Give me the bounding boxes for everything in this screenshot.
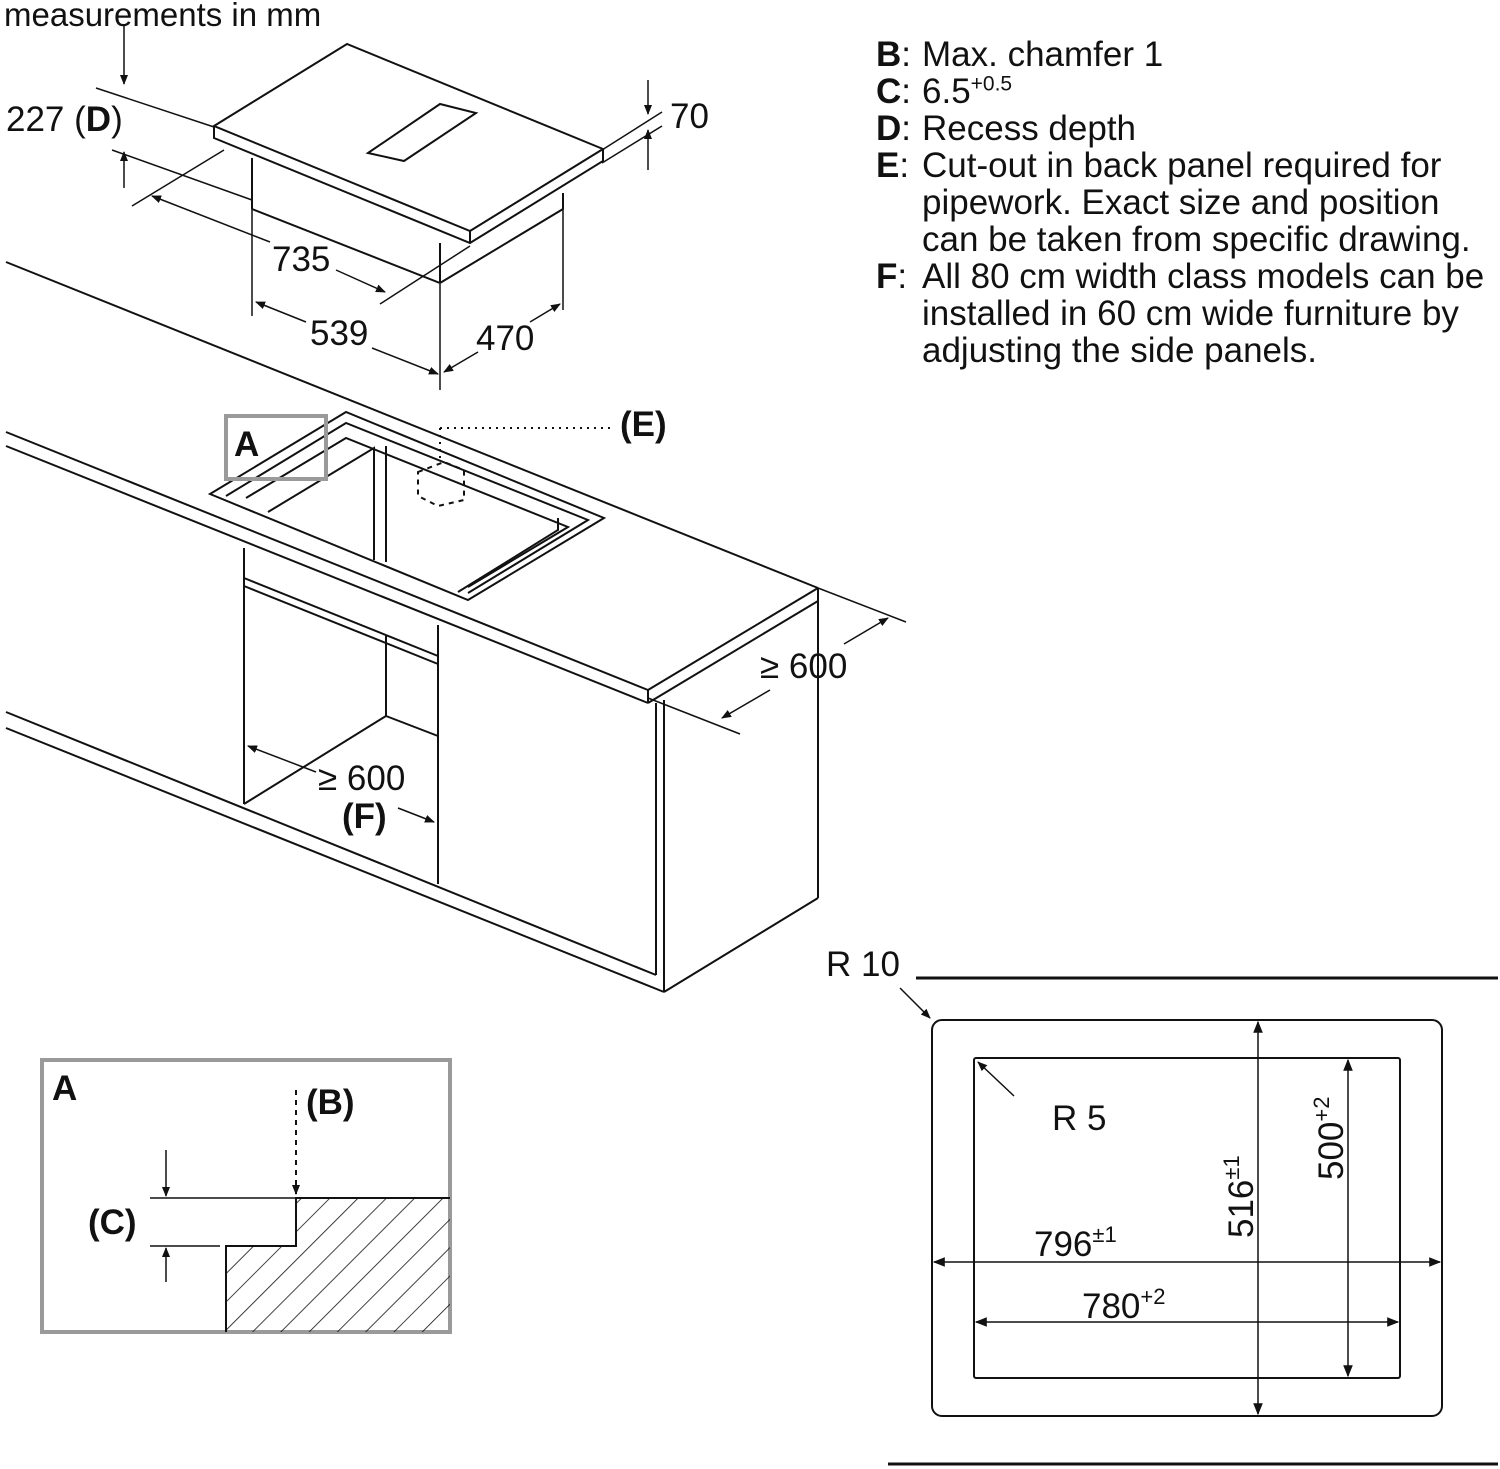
note-text: Max. chamfer 1 xyxy=(922,35,1164,74)
chamfer-b-label: (B) xyxy=(306,1083,355,1122)
note-e: E: Cut-out in back panel required for pi… xyxy=(876,146,1471,259)
cutout-e-label: (E) xyxy=(620,405,667,444)
note-key: C xyxy=(876,72,902,111)
inner-width-label: 780+2 xyxy=(1082,1284,1166,1326)
note-tolerance: +0.5 xyxy=(970,72,1013,96)
note-text: Recess depth xyxy=(922,109,1137,148)
note-b: B: Max. chamfer 1 xyxy=(876,35,1164,74)
notes-legend: B: Max. chamfer 1 C: 6.5+0.5 D: Recess d… xyxy=(876,36,1496,369)
cabinet-width-label: ≥ 600 xyxy=(318,759,405,798)
note-key: F xyxy=(876,257,898,296)
worktop-depth-label: ≥ 600 xyxy=(760,647,847,686)
inner-radius-label: R 5 xyxy=(1052,1099,1106,1138)
cutout-plan-drawing xyxy=(888,976,1498,1466)
body-depth-label: 470 xyxy=(476,319,534,358)
recess-c-label: (C) xyxy=(88,1203,137,1242)
note-d: D: Recess depth xyxy=(876,109,1137,148)
width-dimension-label: 735 xyxy=(272,240,330,279)
depth-dimension-label: 227 (D) xyxy=(6,100,123,139)
note-c: C: 6.5+0.5 xyxy=(876,72,1013,111)
outer-width-label: 796±1 xyxy=(1034,1222,1117,1264)
glass-thickness-label: 70 xyxy=(670,97,709,136)
note-text: 6.5 xyxy=(922,72,971,111)
note-key: B xyxy=(876,35,902,74)
appliance-drawing xyxy=(95,24,663,390)
note-text: All 80 cm width class models can be inst… xyxy=(922,257,1485,370)
detail-a-marker-label: A xyxy=(234,425,259,464)
measurements-title: measurements in mm xyxy=(4,0,321,33)
outer-radius-label: R 10 xyxy=(826,945,900,984)
note-f: F: All 80 cm width class models can be i… xyxy=(876,257,1485,370)
note-key: E xyxy=(876,146,900,185)
outer-height-label: 516±1 xyxy=(1219,1155,1261,1238)
detail-a-label: A xyxy=(52,1069,77,1108)
note-key: D xyxy=(876,109,902,148)
worktop-drawing xyxy=(5,261,907,993)
body-width-label: 539 xyxy=(310,314,368,353)
note-text: Cut-out in back panel required for pipew… xyxy=(922,146,1471,259)
inner-height-label: 500+2 xyxy=(1309,1097,1351,1181)
detail-a-drawing xyxy=(40,1058,452,1334)
cabinet-f-label: (F) xyxy=(342,797,387,836)
detail-a-marker xyxy=(224,414,328,481)
